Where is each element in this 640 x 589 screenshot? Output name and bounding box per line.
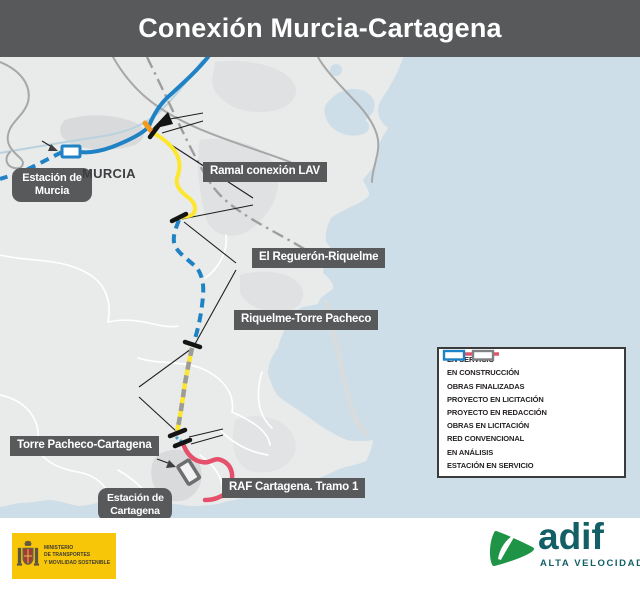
est-cartagena-arrowhead	[166, 460, 176, 468]
callout-estacion-cartagena-line1: Estación de	[107, 492, 164, 504]
footer: MINISTERIO DE TRANSPORTES Y MOVILIDAD SO…	[0, 516, 640, 589]
ministry-line2: DE TRANSPORTES	[44, 552, 91, 559]
adif-logo: adif ALTA VELOCIDAD	[488, 516, 640, 575]
callout-estacion-murcia: Estación de Murcia	[12, 168, 92, 203]
roads	[0, 57, 380, 183]
adif-tagline: ALTA VELOCIDAD	[540, 558, 640, 569]
station-murcia	[60, 144, 82, 159]
legend-row-red-convencional: RED CONVENCIONAL	[443, 352, 616, 444]
legend-station-symbols	[442, 349, 495, 361]
legend-row-en-construccion: EN CONSTRUCCIÓN	[443, 352, 616, 378]
ministry-line1: MINISTERIO	[44, 544, 74, 551]
station-cartagena	[176, 458, 202, 486]
legend-label: ESTACIÓN EN SERVICIO	[447, 460, 534, 470]
callout-estacion-cartagena-line2: Cartagena	[110, 504, 160, 517]
est-murcia-arrowhead	[48, 144, 58, 151]
boundary-dashdot	[145, 57, 327, 260]
spain-coat-of-arms-icon	[16, 540, 40, 566]
small-lake	[330, 64, 342, 76]
legend-row-obras-finalizadas: OBRAS FINALIZADAS	[443, 352, 616, 392]
legend-label: OBRAS EN LICITACIÓN	[447, 421, 530, 431]
callout-ramal: Ramal conexión LAV	[203, 162, 327, 182]
callout-estacion-cartagena: Estación de Cartagena	[98, 488, 172, 518]
adif-wordmark: adif	[538, 516, 604, 557]
legend-label: OBRAS FINALIZADAS	[447, 381, 525, 391]
callout-torre-pacheco: Torre Pacheco-Cartagena	[10, 436, 159, 456]
urban-patch-marmenor	[240, 271, 304, 313]
callout-estacion-murcia-line2: Murcia	[34, 185, 70, 198]
legend-label: EN ANÁLISIS	[447, 447, 494, 457]
adif-arrow-icon	[489, 531, 534, 566]
legend: EN SERVICIO EN CONSTRUCCIÓN OBRAS FINALI…	[437, 347, 626, 478]
section-ticks	[147, 122, 203, 449]
legend-row-proyecto-redaccion: PROYECTO EN REDACCIÓN	[443, 352, 616, 418]
legend-label: EN SERVICIO	[447, 355, 495, 365]
legend-row-obras-licitacion: OBRAS EN LICITACIÓN	[443, 352, 616, 431]
route-en-analisis	[181, 443, 235, 503]
legend-label: PROYECTO EN REDACCIÓN	[447, 407, 547, 417]
callout-estacion-murcia-line1: Estación de	[22, 172, 82, 184]
legend-row-estacion-servicio: ESTACIÓN EN SERVICIO	[442, 349, 616, 471]
legend-row-proyecto-licitacion: PROYECTO EN LICITACIÓN	[443, 352, 616, 405]
page-title: Conexión Murcia-Cartagena	[138, 13, 502, 43]
legend-label: RED CONVENCIONAL	[447, 434, 525, 444]
callout-raf: RAF Cartagena. Tramo 1	[222, 478, 366, 498]
callout-riquelme: Riquelme-Torre Pacheco	[234, 310, 379, 330]
ministry-logo: MINISTERIO DE TRANSPORTES Y MOVILIDAD SO…	[12, 533, 116, 579]
urban-patch-ne	[212, 60, 296, 112]
city-murcia: MURCIA	[82, 166, 136, 181]
route-en-construccion-oeste	[0, 150, 63, 181]
urban-patch-se	[232, 416, 296, 473]
legend-label: EN CONSTRUCCIÓN	[447, 368, 520, 378]
municipal-boundaries	[0, 234, 273, 506]
callout-regueron: El Reguerón-Riquelme	[252, 248, 386, 268]
header-bar: Conexión Murcia-Cartagena	[0, 0, 640, 57]
legend-row-en-analisis: EN ANÁLISIS	[443, 352, 616, 458]
lagoon	[324, 88, 375, 136]
ministry-text: MINISTERIO DE TRANSPORTES Y MOVILIDAD SO…	[44, 545, 110, 568]
ministry-line3: Y MOVILIDAD SOSTENIBLE	[44, 559, 111, 566]
leader-lines	[41, 112, 254, 464]
legend-label: PROYECTO EN LICITACIÓN	[447, 394, 544, 404]
route-en-construccion-sur	[171, 219, 206, 346]
route-proyecto-redaccion	[151, 131, 198, 220]
route-obras-licitacion-dashes	[174, 347, 195, 433]
map-area: Estación de Murcia MURCIA Ramal conexión…	[0, 57, 640, 518]
